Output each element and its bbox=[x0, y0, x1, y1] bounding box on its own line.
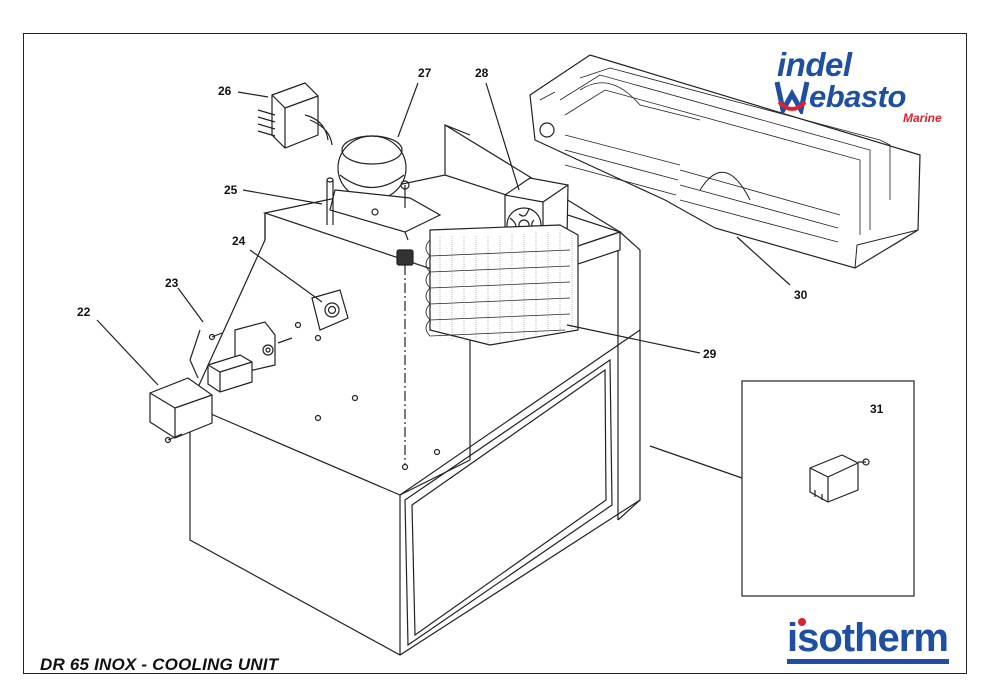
logo-marine-text: Marine bbox=[903, 111, 942, 125]
cover-30 bbox=[529, 54, 921, 269]
callout-30: 30 bbox=[794, 288, 808, 302]
logo-indel-text: indel bbox=[777, 46, 852, 83]
relay-26 bbox=[257, 82, 333, 149]
cover-22 bbox=[149, 377, 213, 444]
webasto-w-icon bbox=[774, 81, 810, 114]
isotherm-dot-icon bbox=[798, 618, 806, 626]
thermostat-23 bbox=[189, 321, 293, 393]
page-title: DR 65 INOX - COOLING UNIT bbox=[40, 655, 279, 674]
callout-22: 22 bbox=[77, 305, 91, 319]
callout-23: 23 bbox=[165, 276, 179, 290]
grommet-24 bbox=[311, 289, 349, 331]
compressor-27 bbox=[326, 135, 442, 241]
isotherm-underline bbox=[787, 659, 949, 664]
callout-27: 27 bbox=[418, 66, 432, 80]
mount-foot bbox=[396, 249, 414, 465]
indel-webasto-logo: indel ebasto Marine bbox=[771, 46, 951, 132]
condenser-29 bbox=[425, 224, 579, 346]
drawing-frame bbox=[23, 33, 967, 674]
detail-box-31 bbox=[649, 380, 915, 597]
callout-24: 24 bbox=[232, 234, 246, 248]
logo-webasto-text: ebasto bbox=[809, 79, 906, 114]
callout-28: 28 bbox=[475, 66, 489, 80]
callout-25: 25 bbox=[224, 183, 238, 197]
isotherm-logo: isotherm bbox=[787, 616, 949, 660]
callout-26: 26 bbox=[218, 84, 232, 98]
leader-lines bbox=[96, 82, 791, 386]
callout-29: 29 bbox=[703, 347, 717, 361]
callout-31: 31 bbox=[870, 402, 884, 416]
